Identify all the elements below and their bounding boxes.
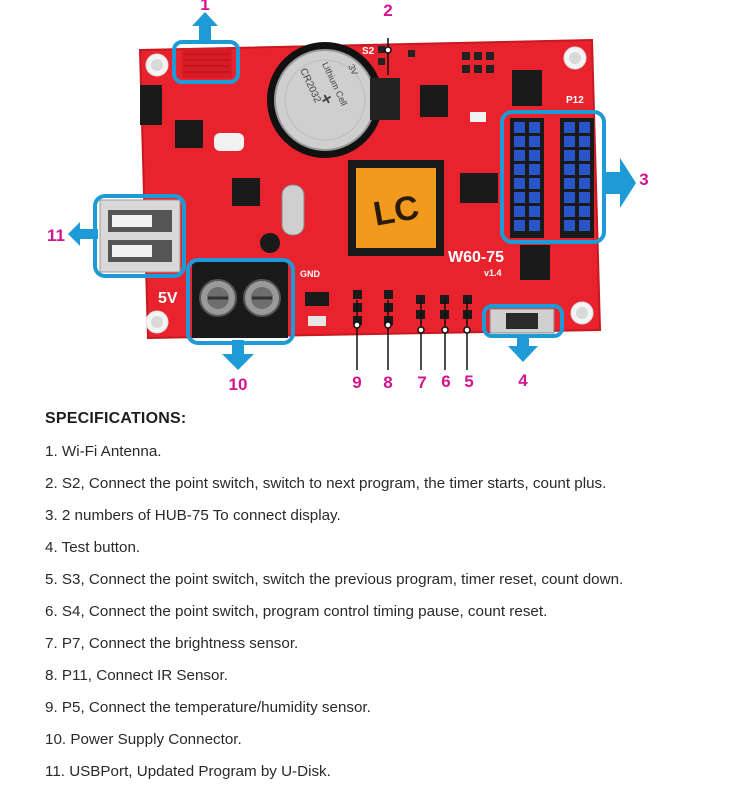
small-ic xyxy=(512,70,542,106)
specifications-heading: SPECIFICATIONS: xyxy=(45,410,187,427)
small-ic xyxy=(420,85,448,117)
gnd-silk-label: GND xyxy=(300,269,321,279)
crystal xyxy=(281,184,305,236)
spec-item: 7. P7, Connect the brightness sensor. xyxy=(45,635,299,652)
arrow-down-icon xyxy=(232,340,244,356)
capacitor xyxy=(260,233,280,253)
small-ic xyxy=(232,178,260,206)
board-diagram: + CR2032 Lithium Cell 3V S2 P12 LC xyxy=(47,0,649,394)
small-ic xyxy=(520,245,550,280)
spec-item: 4. Test button. xyxy=(45,539,141,556)
arrow-up-icon xyxy=(199,24,211,44)
hub75-connector-left xyxy=(510,118,544,238)
led-array xyxy=(140,85,162,125)
specifications-list: 1. Wi-Fi Antenna. 2. S2, Connect the poi… xyxy=(45,441,623,793)
spec-item: 11. USBPort, Updated Program by U-Disk. xyxy=(45,763,331,780)
arrow-left-icon xyxy=(78,229,98,239)
spec-item: 3. 2 numbers of HUB-75 To connect displa… xyxy=(45,507,341,524)
voltage-label: 5V xyxy=(158,290,178,307)
callout-3: 3 xyxy=(639,170,648,189)
s2-silk-label: S2 xyxy=(362,46,375,57)
callout-4: 4 xyxy=(518,371,528,390)
small-ic xyxy=(175,120,203,148)
callout-9: 9 xyxy=(352,373,361,392)
callout-8: 8 xyxy=(383,373,392,392)
spec-item: 9. P5, Connect the temperature/humidity … xyxy=(45,699,371,716)
chip-logo-plate xyxy=(356,168,436,248)
callout-7: 7 xyxy=(417,373,426,392)
callout-11: 11 xyxy=(47,226,65,245)
version-label: v1.4 xyxy=(484,268,502,278)
hub75-connector-right xyxy=(560,118,594,238)
spec-item: 10. Power Supply Connector. xyxy=(45,731,242,748)
spec-item: 8. P11, Connect IR Sensor. xyxy=(45,667,228,684)
battery-voltage-label: 3V xyxy=(346,63,360,77)
chip-logo: LC xyxy=(371,188,422,233)
arrow-down-icon xyxy=(517,334,529,348)
wifi-antenna xyxy=(182,48,232,78)
spec-item: 2. S2, Connect the point switch, switch … xyxy=(45,475,607,492)
callout-6: 6 xyxy=(441,372,450,391)
callout-1: 1 xyxy=(200,0,209,14)
board-svg: + CR2032 Lithium Cell 3V S2 P12 LC xyxy=(47,0,649,394)
spec-item: 5. S3, Connect the point switch, switch … xyxy=(45,571,624,588)
flash-ic xyxy=(460,173,498,203)
callout-2: 2 xyxy=(383,1,392,20)
arrow-right-icon xyxy=(604,172,622,194)
model-label: W60-75 xyxy=(448,249,504,266)
callout-10: 10 xyxy=(229,375,248,394)
spec-item: 1. Wi-Fi Antenna. xyxy=(45,443,162,460)
spec-item: 6. S4, Connect the point switch, program… xyxy=(45,603,548,620)
callout-5: 5 xyxy=(464,372,473,391)
p12-silk-label: P12 xyxy=(566,95,584,106)
